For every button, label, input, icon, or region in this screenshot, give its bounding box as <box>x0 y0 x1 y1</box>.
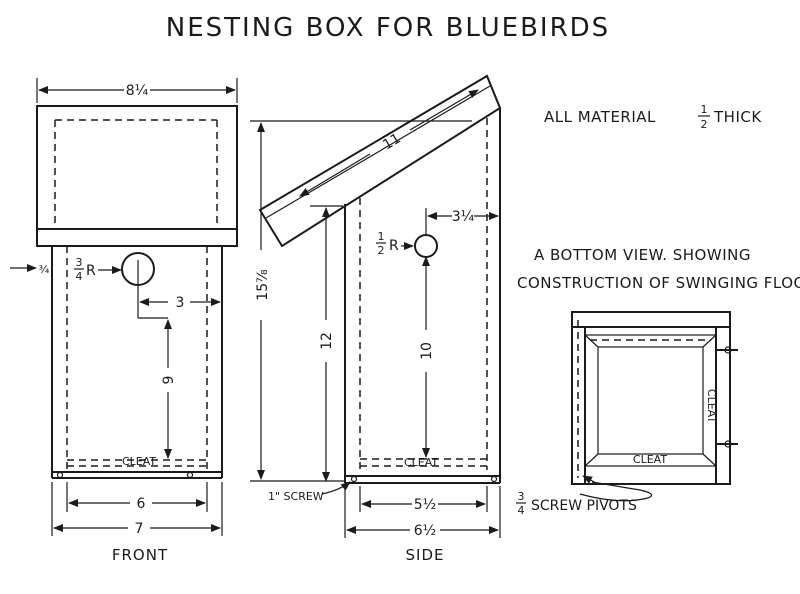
material-note: ALL MATERIAL 1 2 THICK <box>544 103 762 131</box>
svg-text:3: 3 <box>518 490 525 503</box>
svg-text:ALL MATERIAL: ALL MATERIAL <box>544 108 656 126</box>
dim-hole-offset-side: 3¼ <box>452 209 475 225</box>
dim-side-height: 12 <box>319 332 335 350</box>
side-view: 11 CLEAT 1 2 R 3¼ 12 10 1" S <box>258 74 502 564</box>
bottom-view-note-line1: A BOTTOM VIEW. SHOWING <box>534 246 751 264</box>
side-entrance-hole <box>414 234 438 258</box>
svg-text:3: 3 <box>76 256 83 269</box>
svg-text:4: 4 <box>76 270 83 283</box>
screw-label: 1" SCREW <box>268 490 324 503</box>
dim-side-outer-width: 6½ <box>414 523 436 539</box>
dim-front-outer-width: 7 <box>135 521 144 537</box>
front-view: CLEAT 8¼ ¾ 3 4 R 3 9 6 <box>10 78 238 564</box>
dim-hole-height-front: 9 <box>161 376 177 385</box>
front-cleat-label: CLEAT <box>122 455 156 468</box>
bottom-cleat-lower: CLEAT <box>633 453 667 466</box>
side-cleat-label: CLEAT <box>404 456 438 469</box>
dim-side-hole-radius: R <box>389 238 399 254</box>
svg-text:2: 2 <box>701 118 708 131</box>
svg-text:2: 2 <box>378 244 385 257</box>
view-label-side: SIDE <box>406 546 445 564</box>
bottom-view: CLEAT CLEAT 3 4 SCREW PIVOTS <box>516 311 738 517</box>
bottom-cleat-right: CLEAT <box>705 389 718 423</box>
dim-roof-length: 11 <box>380 131 404 154</box>
svg-text:1: 1 <box>701 103 708 116</box>
view-label-front: FRONT <box>112 546 168 564</box>
dim-hole-height-side: 10 <box>419 342 435 360</box>
dim-front-inner-width: 6 <box>137 496 146 512</box>
bottom-view-note-line2: CONSTRUCTION OF SWINGING FLOOR <box>517 274 800 292</box>
screw-pivots-label: SCREW PIVOTS <box>531 498 637 514</box>
dim-top-width: 8¼ <box>126 83 149 99</box>
dim-total-height: 15⅞ <box>255 269 271 301</box>
dim-front-hole-radius: R <box>86 263 96 279</box>
total-height-dimension: 15⅞ <box>250 120 472 482</box>
svg-text:4: 4 <box>518 504 525 517</box>
dim-side-inner-width: 5½ <box>414 497 436 513</box>
svg-text:1: 1 <box>378 230 385 243</box>
svg-text:THICK: THICK <box>713 108 762 126</box>
dim-edge-inset: ¾ <box>39 263 50 276</box>
drawing-title: NESTING BOX FOR BLUEBIRDS <box>166 13 610 43</box>
dim-hole-horizontal: 3 <box>176 295 185 311</box>
